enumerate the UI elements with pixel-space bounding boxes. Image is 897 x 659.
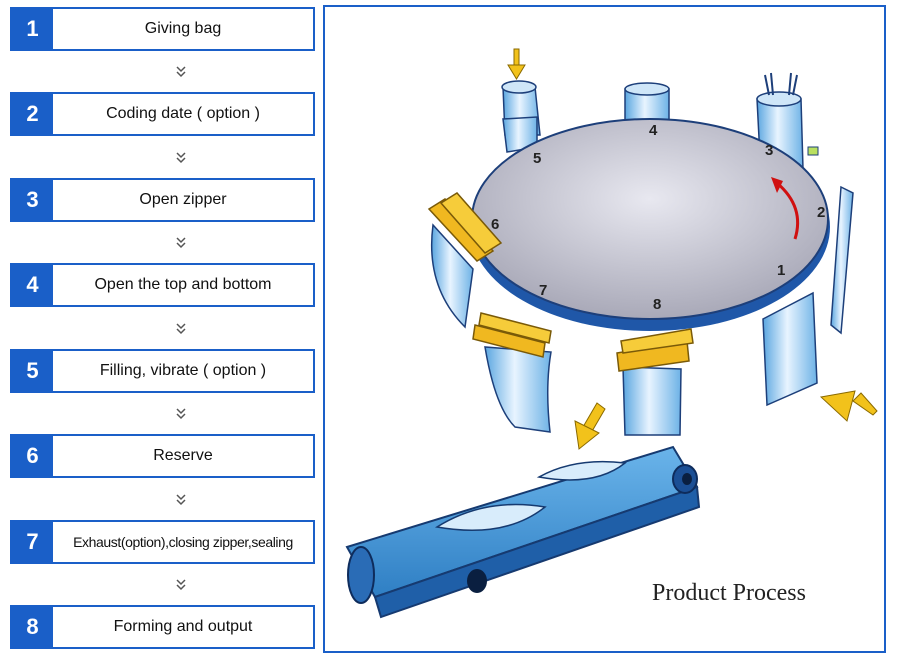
step-number: 8	[12, 607, 53, 647]
step-7: 7 Exhaust(option),closing zipper,sealing	[10, 520, 315, 564]
output-conveyor	[345, 445, 701, 619]
double-chevron-down-icon	[176, 152, 186, 164]
diagram-caption: Product Process	[652, 580, 806, 606]
station-number-6: 6	[491, 216, 499, 233]
input-arrow-icon	[507, 48, 526, 80]
station-number-1: 1	[777, 262, 785, 279]
station-7-clamp	[472, 312, 552, 358]
bag-plate-1	[762, 291, 818, 407]
station-number-7: 7	[539, 282, 547, 299]
output-arrow-icon	[574, 402, 606, 450]
rotary-table	[471, 118, 829, 320]
product-process-diagram: 1 2 3 4 5 6 7 8	[323, 5, 886, 653]
station-5-cylinder	[501, 80, 541, 153]
step-label: Filling, vibrate ( option )	[99, 362, 267, 379]
step-label: Open zipper	[139, 191, 227, 208]
step-1: 1 Giving bag	[10, 7, 315, 51]
double-chevron-down-icon	[176, 408, 186, 420]
step-2: 2 Coding date ( option )	[10, 92, 315, 136]
double-chevron-down-icon	[176, 494, 186, 506]
bag-under-8	[622, 366, 682, 436]
step-number: 1	[12, 9, 53, 49]
step-4: 4 Open the top and bottom	[10, 263, 315, 307]
station-8-clamp	[616, 328, 694, 372]
step-label: Open the top and bottom	[94, 276, 272, 293]
bag-plate-2	[830, 185, 854, 335]
machine-illustration: 1 2 3 4 5 6 7 8	[345, 48, 878, 619]
step-number: 7	[12, 522, 53, 562]
step-number: 4	[12, 265, 53, 305]
station-6-clamp	[427, 192, 503, 262]
station-4-cylinder	[624, 82, 670, 126]
step-6: 6 Reserve	[10, 434, 315, 478]
step-5: 5 Filling, vibrate ( option )	[10, 349, 315, 393]
bag-under-7	[484, 346, 552, 433]
double-chevron-down-icon	[176, 66, 186, 78]
step-number: 5	[12, 351, 53, 391]
double-chevron-down-icon	[176, 237, 186, 249]
curved-arrow-icon	[776, 181, 800, 240]
process-steps: 1 Giving bag 2 Coding date ( option ) 3 …	[0, 0, 318, 659]
double-chevron-down-icon	[176, 579, 186, 591]
station-number-4: 4	[649, 122, 658, 139]
step-number: 6	[12, 436, 53, 476]
station-number-3: 3	[765, 142, 773, 159]
station-number-5: 5	[533, 150, 541, 167]
bag-under-6	[430, 223, 474, 329]
step-label: Exhaust(option),closing zipper,sealing	[73, 534, 293, 550]
step-number: 2	[12, 94, 53, 134]
input-arrow-icon	[819, 390, 878, 422]
step-label: Giving bag	[144, 20, 222, 37]
step-8: 8 Forming and output	[10, 605, 315, 649]
station-number-2: 2	[817, 204, 825, 221]
step-label: Reserve	[153, 447, 213, 464]
step-3: 3 Open zipper	[10, 178, 315, 222]
step-label: Forming and output	[113, 618, 253, 635]
station-number-8: 8	[653, 296, 661, 313]
step-label: Coding date ( option )	[106, 105, 260, 122]
step-number: 3	[12, 180, 53, 220]
double-chevron-down-icon	[176, 323, 186, 335]
